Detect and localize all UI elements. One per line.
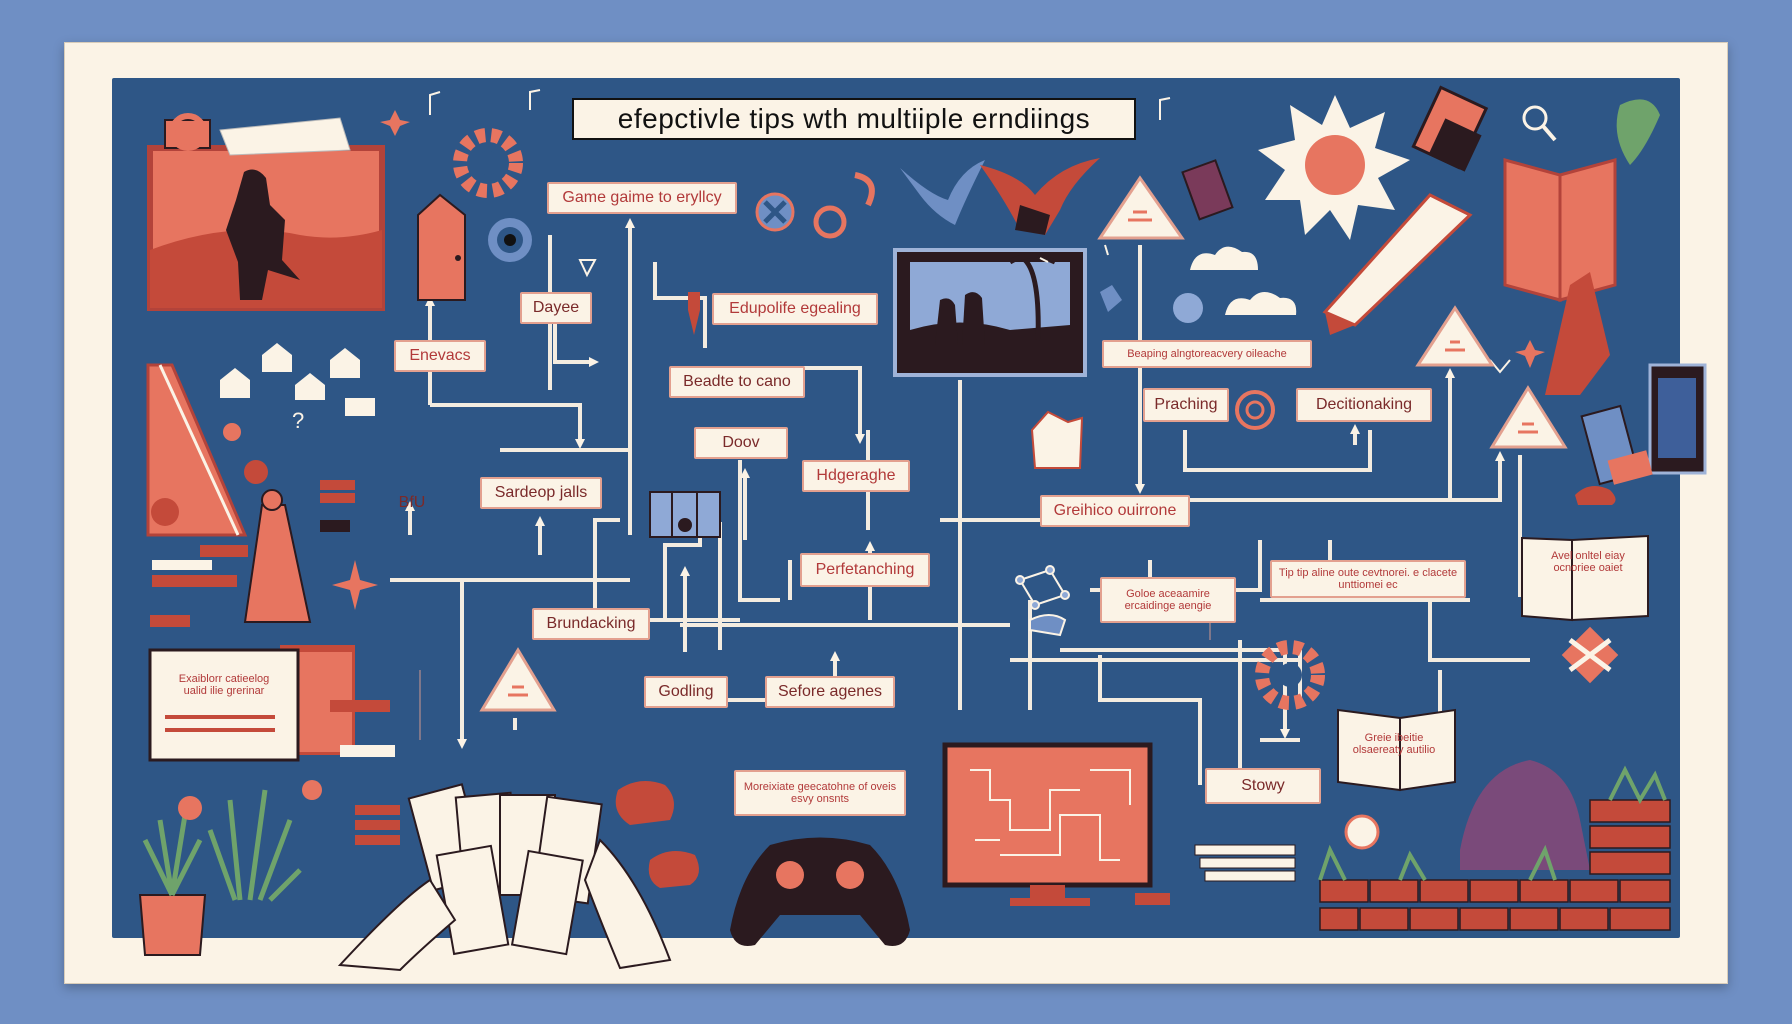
page-title: efepctivle tips wth multiiple erndiings — [572, 98, 1136, 140]
triangle-icon — [1415, 305, 1495, 367]
node-beaping: Beaping alngtoreacvery oileache — [1102, 340, 1312, 368]
node-brundacking: Brundacking — [532, 608, 650, 640]
node-grelnico: Greihico ouirrone — [1040, 495, 1190, 527]
hands-with-cards-illustration — [337, 783, 672, 972]
node-beadte: Beadte to cano — [669, 366, 805, 398]
node-stowy: Stowy — [1205, 768, 1321, 804]
dragon-illustration — [980, 158, 1100, 235]
node-praching: Praching — [1143, 388, 1229, 422]
node-godling: Godling — [644, 676, 728, 708]
tablet-illustration — [1580, 363, 1707, 486]
map-monitor-illustration — [942, 742, 1153, 906]
gear-icon — [453, 128, 523, 198]
node-moreixiate: Moreixiate geecatohne of oveis esvy onsn… — [734, 770, 906, 816]
diamond-symbol-illustration — [1561, 626, 1619, 684]
triangle-icon — [479, 647, 557, 712]
sparkle-icons — [332, 110, 1545, 610]
node-game-story: Game gaime to eryllcy — [547, 182, 737, 214]
sun-illustration — [1258, 95, 1410, 240]
cloud-illustration — [1190, 246, 1297, 315]
blue-bird-illustration — [900, 160, 985, 225]
node-sefore: Sefore agenes — [765, 676, 895, 708]
pin-icon — [688, 292, 700, 335]
book-illustration — [1503, 158, 1617, 302]
gear-right-icon — [1255, 640, 1325, 710]
plant-pot-illustration — [138, 780, 400, 956]
device-illustration — [1181, 85, 1489, 221]
node-avel: Avel onltel eiay ocnoriee oaiet — [1551, 549, 1625, 574]
triangle-icon — [1489, 385, 1568, 449]
svg-text:?: ? — [292, 408, 304, 433]
triangle-icon — [1097, 175, 1185, 240]
node-edupolife: Edupolife egealing — [712, 293, 878, 325]
pencil-illustration — [1322, 193, 1473, 335]
target-icon — [1235, 390, 1275, 430]
node-doov: Doov — [694, 427, 788, 459]
game-piece-illustration — [243, 489, 312, 623]
node-greie: Greie ibeitie olsaereaty autilio — [1352, 731, 1436, 756]
node-goloe: Goloe aceaamire ercaidinge aengie — [1100, 577, 1236, 623]
door-illustration — [417, 193, 466, 301]
open-book-right-illustration — [1337, 534, 1649, 792]
node-hdgeraghe: Hdgeraghe — [802, 460, 910, 492]
flower-icons — [151, 423, 268, 526]
node-sardeop: Sardeop jalls — [480, 477, 602, 509]
network-icon — [1015, 565, 1070, 637]
node-decitionaking: Decitionaking — [1296, 388, 1432, 422]
magnifier-icon — [1522, 105, 1557, 142]
node-perfetanching: Perfetanching — [800, 553, 930, 587]
book-stack-illustration — [1135, 844, 1296, 905]
stack-illustration — [150, 480, 355, 627]
left-ramp-illustration — [146, 363, 248, 537]
left-card-illustration — [148, 645, 395, 762]
node-exaiblorr: Exaiblorr catieelog ualid ilie grerinar — [178, 672, 270, 697]
silhouette-picture — [147, 113, 385, 311]
leaf-illustration — [1616, 99, 1660, 165]
node-bfu: BfU — [398, 494, 426, 512]
stone-illustration — [1030, 410, 1616, 505]
blue-tiles-illustration — [649, 285, 1203, 538]
compass-icon — [755, 192, 795, 232]
node-enevacs: Enevacs — [394, 340, 486, 372]
ramp-illustration — [1545, 272, 1610, 395]
eye-icon — [488, 218, 532, 262]
village-illustration: ? — [220, 343, 375, 433]
misc-glyphs — [429, 89, 1511, 374]
controller-illustration — [615, 781, 910, 946]
node-dayee: Dayee — [520, 292, 592, 324]
swirl-icon — [813, 172, 875, 239]
brick-wall-illustration — [1318, 760, 1671, 931]
node-tip: Tip tip aline oute cevtnorei. e clacete … — [1270, 560, 1466, 598]
video-screen-illustration — [893, 248, 1087, 377]
